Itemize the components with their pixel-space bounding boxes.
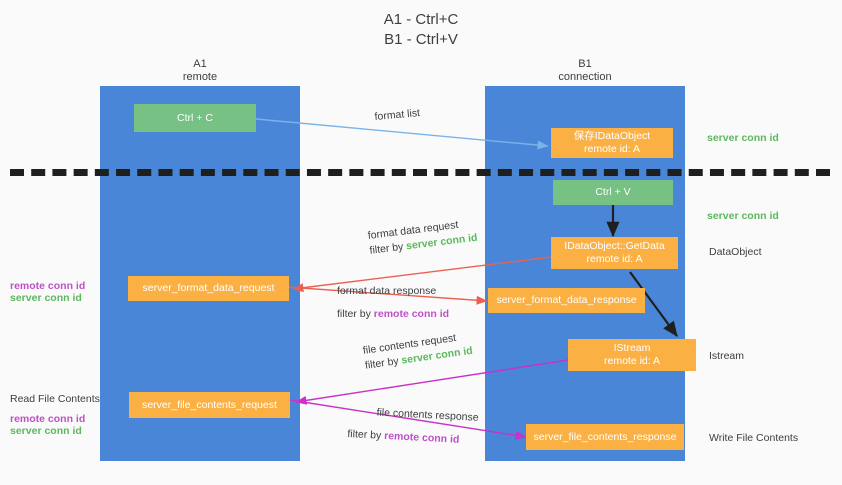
filter-prefix-1: filter by xyxy=(368,240,407,257)
node-ctrl-v-label: Ctrl + V xyxy=(595,186,631,198)
annot-istream: Istream xyxy=(709,350,745,362)
lane-a1-name: A1 xyxy=(193,58,207,70)
node-save-dataobject-label: 保存IDataObject xyxy=(573,130,651,142)
edge-label-format-list: format list xyxy=(374,106,421,125)
edge-format-data-response-filter: filter by remote conn id xyxy=(337,307,449,322)
node-format-data-response[interactable]: server_format_data_response xyxy=(488,288,645,313)
page-title: A1 - Ctrl+C B1 - Ctrl+V xyxy=(0,10,842,50)
title-line-2: B1 - Ctrl+V xyxy=(384,31,458,48)
edge-file-contents-response-filter: filter by remote conn id xyxy=(347,427,478,449)
node-format-data-response-label: server_format_data_response xyxy=(496,294,637,306)
edge-label-format-data-request: format data request filter by server con… xyxy=(367,216,478,259)
filter-key-remote-1: remote conn id xyxy=(373,308,450,320)
annot-remote-conn-id-mid: remote conn id xyxy=(10,280,86,292)
node-getdata-sub: remote id: A xyxy=(586,253,643,265)
annot-dataobject: DataObject xyxy=(709,246,762,258)
title-line-1: A1 - Ctrl+C xyxy=(383,11,459,28)
annot-server-conn-id-left-low: server conn id xyxy=(10,425,82,437)
node-format-data-request[interactable]: server_format_data_request xyxy=(128,276,289,301)
node-ctrl-c[interactable]: Ctrl + C xyxy=(134,104,256,132)
node-save-dataobject[interactable]: 保存IDataObject remote id: A xyxy=(551,128,673,158)
annot-server-conn-id-top: server conn id xyxy=(707,132,779,144)
node-ctrl-c-label: Ctrl + C xyxy=(177,111,213,124)
edge-label-format-data-response: format data response filter by remote co… xyxy=(337,284,449,322)
node-format-data-request-label: server_format_data_request xyxy=(142,282,275,294)
lane-b1-name: B1 xyxy=(578,58,592,70)
lane-b1-role: connection xyxy=(558,71,612,83)
filter-prefix-2: filter by xyxy=(337,308,374,320)
filter-key-remote-2: remote conn id xyxy=(383,429,460,446)
edge-label-file-contents-request: file contents request filter by server c… xyxy=(362,329,474,374)
node-file-contents-request[interactable]: server_file_contents_request xyxy=(129,392,290,418)
lane-a1-role: remote xyxy=(182,71,218,83)
annot-server-conn-id-mid: server conn id xyxy=(707,210,779,222)
node-save-dataobject-sub: remote id: A xyxy=(583,143,641,155)
lane-header-a1: A1 remote xyxy=(100,58,300,84)
lane-header-b1: B1 connection xyxy=(485,58,685,84)
node-istream-sub: remote id: A xyxy=(603,355,661,367)
node-ctrl-v[interactable]: Ctrl + V xyxy=(553,180,673,205)
edge-label-file-contents-response: file contents response filter by remote … xyxy=(347,404,479,449)
filter-prefix-3: filter by xyxy=(364,354,403,372)
annot-remote-conn-id-low: remote conn id xyxy=(10,413,86,425)
node-getdata[interactable]: IDataObject::GetData remote id: A xyxy=(551,237,678,269)
edge-file-contents-response-title: file contents response xyxy=(376,406,479,424)
edge-label-format-list-text: format list xyxy=(374,107,421,123)
phase-divider xyxy=(10,169,830,176)
node-getdata-label: IDataObject::GetData xyxy=(564,240,665,252)
node-istream-label: IStream xyxy=(613,342,651,354)
node-file-contents-request-label: server_file_contents_request xyxy=(142,398,277,411)
node-istream[interactable]: IStream remote id: A xyxy=(568,339,696,371)
node-file-contents-response[interactable]: server_file_contents_response xyxy=(526,424,684,450)
annot-server-conn-id-left-mid: server conn id xyxy=(10,292,82,304)
edge-format-data-response-title: format data response xyxy=(337,285,437,297)
node-file-contents-response-label: server_file_contents_response xyxy=(533,430,677,443)
annot-write-file-contents: Write File Contents xyxy=(709,432,799,444)
filter-prefix-4: filter by xyxy=(347,427,385,442)
annot-read-file-contents: Read File Contents xyxy=(10,393,100,405)
